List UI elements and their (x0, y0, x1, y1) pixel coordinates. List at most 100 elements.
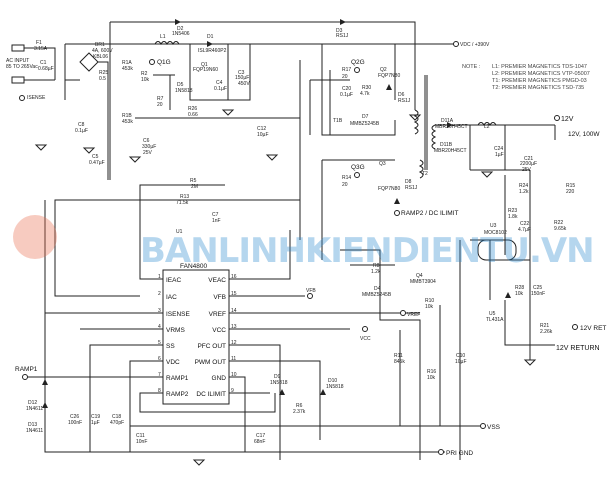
vdc-terminal[interactable] (453, 41, 459, 47)
diode-d11a-icon (447, 122, 453, 128)
notes: NOTE : L1: PREMIER MAGNETICS TDS-1047 L2… (462, 64, 590, 91)
q3g-label: Q3G (351, 164, 365, 171)
component-ref: C4 (216, 80, 223, 86)
component-value: 1N4611 (26, 428, 43, 434)
pin-number: 14 (231, 308, 237, 314)
pin-number: 15 (231, 291, 237, 297)
component-ref: D2 (177, 26, 184, 32)
isense-terminal[interactable] (19, 95, 25, 101)
q2g-terminal[interactable] (354, 67, 360, 73)
component-ref: Q2 (380, 67, 387, 73)
q3g-terminal[interactable] (354, 172, 360, 178)
component-value: 1µF (91, 420, 100, 426)
pin-label: VREF (209, 311, 226, 318)
component-value: 845k (394, 359, 405, 365)
component-value: 10k (515, 291, 524, 297)
ramp2-terminal[interactable] (394, 210, 400, 216)
vfb-terminal[interactable] (307, 293, 313, 299)
fan4800-ic (162, 269, 230, 405)
diode-d13-icon (42, 402, 48, 408)
pin-label: GND (212, 375, 227, 382)
component-ref: R15 (566, 183, 575, 189)
12v-ret-terminal[interactable] (572, 324, 578, 330)
component-value: 1N5406 (172, 31, 190, 37)
component-ref: C25 (533, 285, 542, 291)
diode-d2-icon (175, 19, 181, 25)
transformer-t2-icon (413, 75, 437, 179)
component-value: KBL06 (93, 54, 108, 60)
component-ref: D7 (362, 114, 369, 120)
vref-terminal[interactable] (400, 310, 406, 316)
watermark-logo-icon (13, 215, 57, 259)
component-value: 25V (143, 150, 153, 156)
component-value: 1N5818 (270, 380, 288, 386)
component-value: 450V (238, 81, 250, 87)
component-value: MMBZ5245B (350, 121, 380, 127)
note-line: L2: PREMIER MAGNETICS VTP-05007 (492, 71, 590, 77)
ic-pin-numbers: 1 2 3 4 5 6 7 8 16 15 14 13 12 11 10 9 (158, 274, 237, 394)
vss-terminal[interactable] (480, 423, 486, 429)
component-value: 100nF (68, 420, 82, 426)
component-value: RS1J (336, 33, 349, 39)
pin-number: 7 (158, 372, 161, 378)
component-ref: R25 (99, 70, 108, 76)
component-value: 0.68µF (38, 66, 54, 72)
component-ref: D3 (336, 28, 343, 34)
component-value: 470pF (110, 420, 124, 426)
component-value: 453k (122, 66, 133, 72)
component-value: RS1J (398, 98, 411, 104)
component-value: 1nF (212, 218, 221, 224)
component-value: 1N5818 (175, 88, 193, 94)
component-ref: D1 (207, 34, 214, 40)
component-ref: R10 (425, 298, 434, 304)
component-value: 2.26k (540, 329, 553, 335)
diode-d12-icon (42, 379, 48, 385)
component-value: MMBT3904 (410, 279, 436, 285)
ramp1-terminal[interactable] (22, 374, 28, 380)
pin-label: DC ILIMIT (196, 391, 226, 398)
pin-number: 2 (158, 291, 161, 297)
diode-d3-icon (340, 19, 346, 25)
component-ref: R21 (540, 323, 549, 329)
component-value: 2.37k (293, 409, 306, 415)
pin-label: PWM OUT (195, 359, 226, 366)
notes-label: NOTE : (462, 64, 481, 70)
component-value: RS1J (405, 185, 418, 191)
ground-icon (82, 147, 96, 154)
ac-input-terminal-2[interactable] (11, 76, 25, 84)
12v-terminal[interactable] (554, 115, 560, 121)
note-line: T1: PREMIER MAGNETICS PMGD-03 (492, 78, 587, 84)
component-value: 1.2k (519, 189, 529, 195)
component-ref: C3 (238, 70, 245, 76)
ac-input-terminal-1[interactable] (11, 44, 25, 52)
ic-right-pins: VEAC VFB VREF VCC PFC OUT PWM OUT GND DC… (195, 277, 227, 398)
component-ref: R30 (362, 85, 371, 91)
component-ref: Q1 (201, 62, 208, 68)
vss-label: VSS (487, 424, 501, 431)
ground-icon (480, 171, 494, 178)
component-value: 150nF (531, 291, 545, 297)
component-value: MBR20H45CT (435, 124, 468, 130)
zener-u5-icon (505, 292, 511, 298)
12v-label: 12V (561, 116, 574, 123)
component-ref: R28 (515, 285, 524, 291)
q1g-terminal[interactable] (149, 59, 155, 65)
vcc-terminal[interactable] (362, 326, 368, 332)
component-value: FQP7N80 (378, 186, 400, 192)
pin-number: 11 (231, 356, 236, 362)
pin-label: ISENSE (166, 311, 191, 318)
component-ref: BR1 (95, 42, 105, 48)
component-ref: R1B (122, 113, 132, 119)
pin-number: 16 (231, 274, 237, 280)
component-value: FQP19N60 (193, 67, 218, 73)
ramp1-label: RAMP1 (15, 366, 38, 373)
component-labels: F1 3.15A C1 0.68µF BR1 4A, 600V KBL06 L1… (26, 26, 575, 445)
component-ref: R1A (122, 60, 132, 66)
q1g-label: Q1G (157, 59, 171, 66)
component-ref: D11B (440, 142, 453, 148)
component-ref: C5 (92, 154, 99, 160)
pri-gnd-terminal[interactable] (438, 449, 444, 455)
12v-return-label: 12V RETURN (556, 345, 600, 352)
pin-number: 13 (231, 324, 237, 330)
